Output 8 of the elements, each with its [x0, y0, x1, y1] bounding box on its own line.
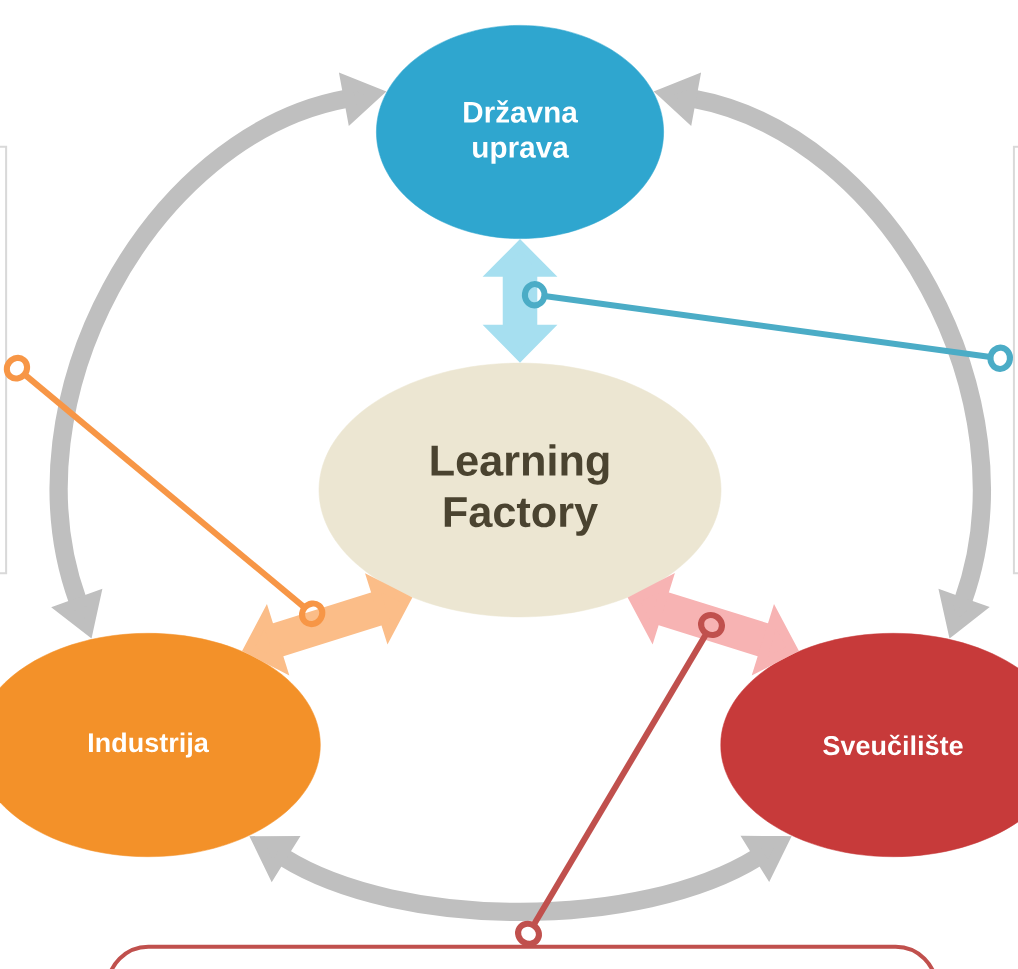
leader-line	[3, 354, 326, 628]
leader-line	[515, 612, 725, 947]
text-box	[1012, 145, 1018, 575]
leader-line	[521, 281, 1013, 372]
text-box	[0, 145, 8, 575]
ellipse-node: Learning Factory	[318, 362, 722, 618]
ellipse-node: Državna uprava	[376, 25, 664, 239]
ellipse-node: Sveučilište	[720, 633, 1018, 857]
